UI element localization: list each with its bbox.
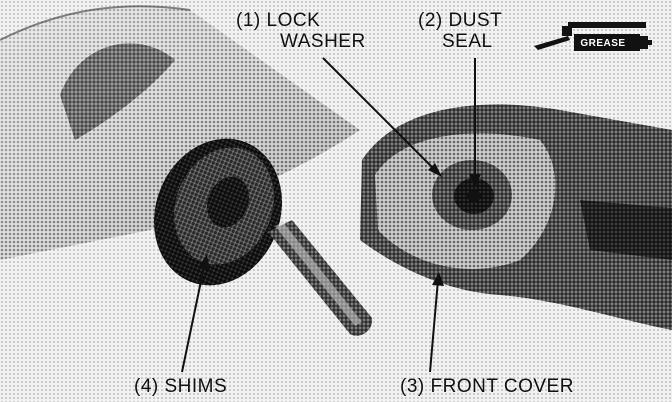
callout-dust-seal: (2) DUST SEAL (418, 10, 502, 52)
callout-front-cover-text: (3) FRONT COVER (400, 376, 574, 397)
callout-shims: (4) SHIMS (134, 376, 227, 397)
grease-label: GREASE (576, 37, 630, 50)
dust-seal-part (432, 160, 512, 230)
callout-front-cover: (3) FRONT COVER (400, 376, 574, 397)
callout-lock-washer-line2: WASHER (236, 31, 366, 52)
callout-dust-seal-line1: (2) DUST (418, 10, 502, 31)
callout-shims-text: (4) SHIMS (134, 376, 227, 397)
callout-lock-washer: (1) LOCK WASHER (236, 10, 366, 52)
callout-lock-washer-line1: (1) LOCK (236, 10, 366, 31)
callout-dust-seal-line2: SEAL (418, 31, 502, 52)
